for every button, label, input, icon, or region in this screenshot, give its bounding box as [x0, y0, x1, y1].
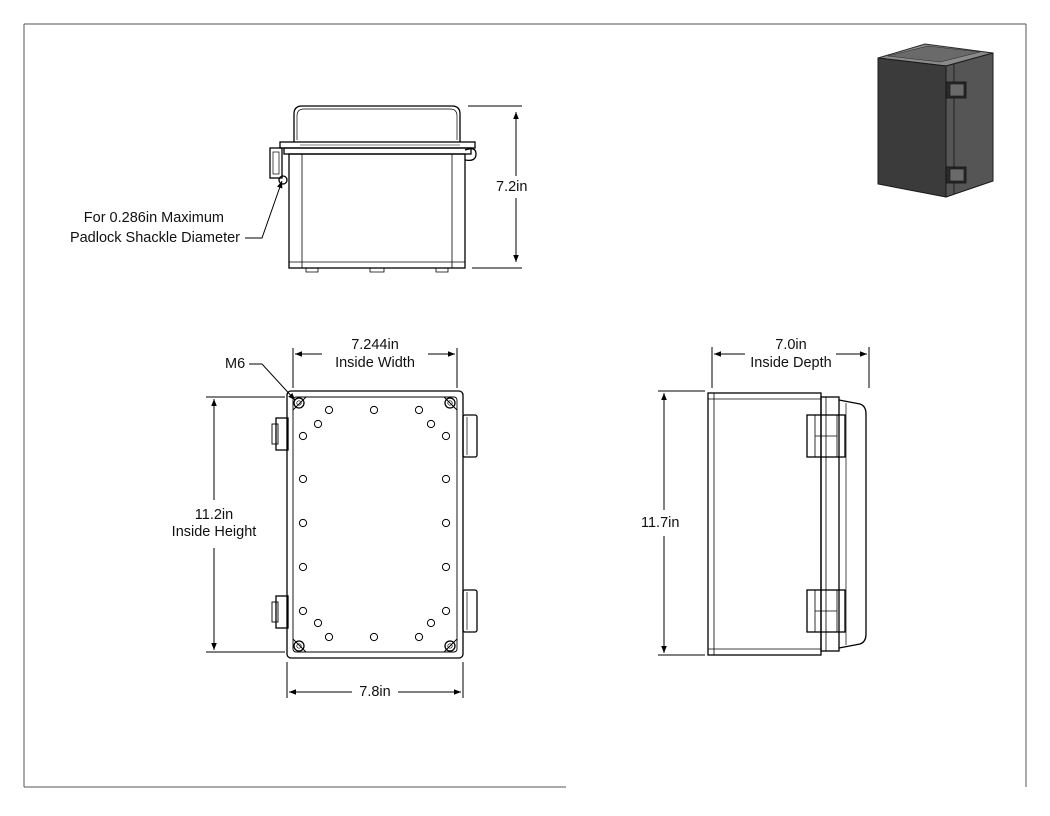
- overall-height-label: 11.7in: [641, 515, 680, 531]
- padlock-note-line2: Padlock Shackle Diameter: [69, 230, 240, 246]
- inside-height-value: 11.2in: [194, 507, 234, 523]
- m6-label: M6: [225, 356, 246, 372]
- inside-width-value: 7.244in: [351, 337, 399, 353]
- enclosure-3d-icon: [877, 43, 994, 198]
- inside-height-label: Inside Height: [171, 524, 257, 540]
- inside-width-label: Inside Width: [335, 355, 415, 371]
- mounting-holes: [298, 405, 451, 642]
- front-view: [271, 390, 478, 659]
- inside-depth-value: 7.0in: [775, 337, 807, 353]
- top-view: [269, 105, 477, 273]
- height-dimension-label: 7.2in: [496, 179, 528, 195]
- dim-overall-width: [286, 662, 464, 698]
- dim-height-7-2: [468, 105, 522, 269]
- padlock-leader: [245, 180, 283, 239]
- dim-inside-height: [206, 396, 285, 653]
- dim-inside-width: [292, 348, 458, 388]
- padlock-note-line1: For 0.286in Maximum: [83, 210, 224, 226]
- side-view: [707, 392, 867, 656]
- overall-width-label: 7.8in: [359, 684, 391, 700]
- m6-leader: [249, 363, 296, 401]
- sheet-border: [23, 23, 1027, 788]
- dim-inside-depth: [711, 347, 870, 388]
- inside-depth-label: Inside Depth: [750, 355, 832, 371]
- dim-overall-height: [658, 390, 705, 656]
